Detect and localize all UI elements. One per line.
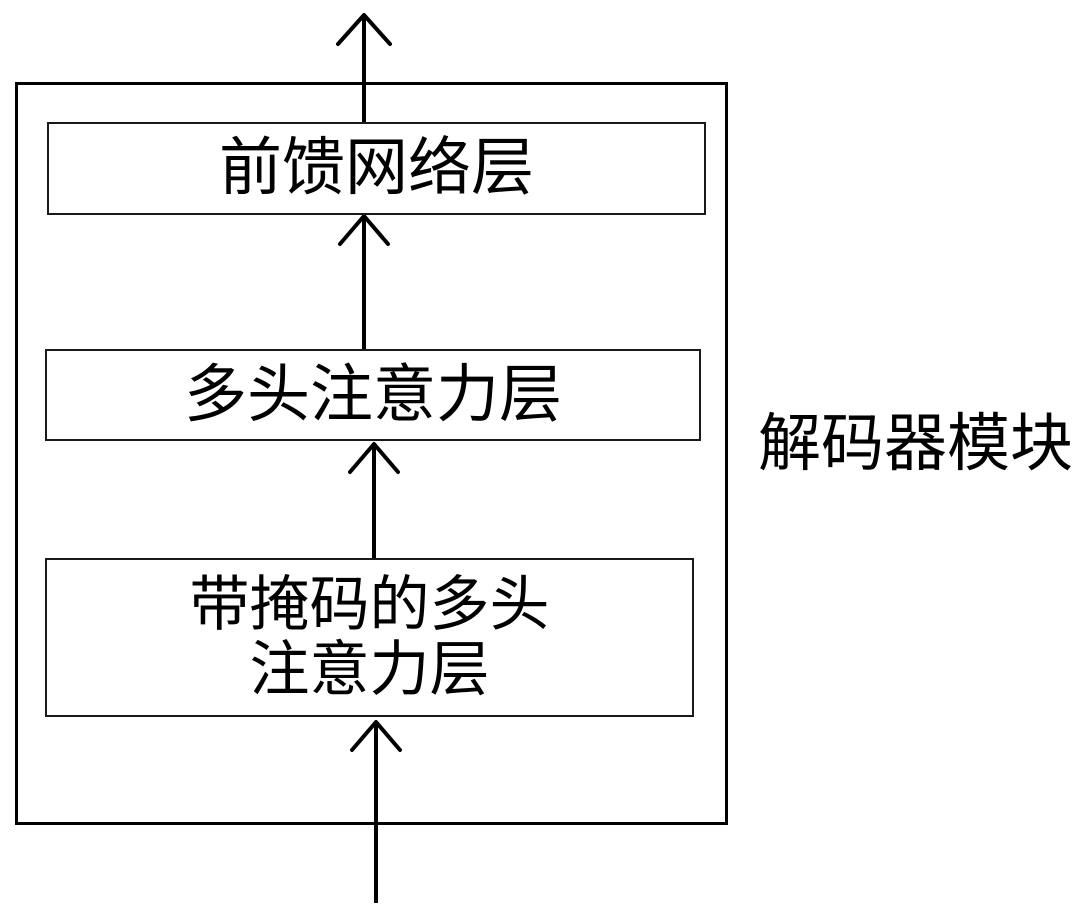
edge-multihead-to-feedforward [338, 214, 390, 349]
node-feed-forward-layer-label: 前馈网络层 [219, 131, 534, 205]
edge-masked-to-multihead [348, 442, 400, 558]
node-multi-head-attention-layer-label: 多头注意力层 [184, 357, 562, 431]
edge-feedforward-to-output [336, 13, 392, 122]
decoder-module-caption: 解码器模块 [758, 407, 1073, 480]
decoder-module-container [15, 82, 728, 825]
edge-input-to-masked [350, 720, 402, 903]
node-masked-multi-head-attention-layer-label: 带掩码的多头 注意力层 [189, 569, 550, 705]
node-masked-multi-head-attention-layer[interactable]: 带掩码的多头 注意力层 [45, 558, 694, 717]
node-multi-head-attention-layer[interactable]: 多头注意力层 [45, 349, 701, 441]
node-feed-forward-layer[interactable]: 前馈网络层 [47, 122, 706, 215]
